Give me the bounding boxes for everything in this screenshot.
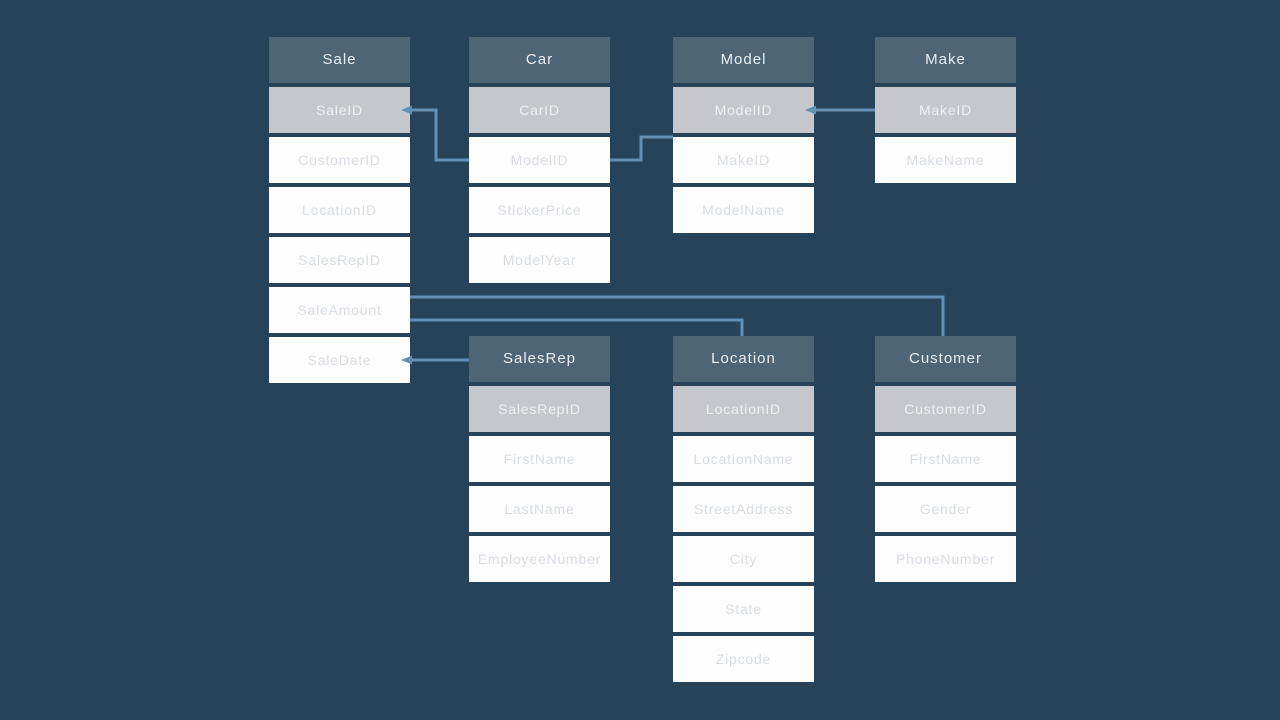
field-row-employeenumber: EmployeeNumber bbox=[469, 536, 610, 582]
field-row-saleamount: SaleAmount bbox=[269, 287, 410, 333]
field-row-locationid: LocationID bbox=[269, 187, 410, 233]
field-row-phonenumber: PhoneNumber bbox=[875, 536, 1016, 582]
field-row-firstname: FirstName bbox=[875, 436, 1016, 482]
key-field-row-customerid: CustomerID bbox=[875, 386, 1016, 432]
field-row-saledate: SaleDate bbox=[269, 337, 410, 383]
connector-sale-to-customer bbox=[410, 295, 945, 336]
field-row-zipcode: Zipcode bbox=[673, 636, 814, 682]
field-row-gender: Gender bbox=[875, 486, 1016, 532]
key-field-row-saleid: SaleID bbox=[269, 87, 410, 133]
field-row-salesrepid: SalesRepID bbox=[269, 237, 410, 283]
key-field-row-locationid: LocationID bbox=[673, 386, 814, 432]
field-row-makename: MakeName bbox=[875, 137, 1016, 183]
field-row-streetaddress: StreetAddress bbox=[673, 486, 814, 532]
field-row-makeid: MakeID bbox=[673, 137, 814, 183]
connector-sale-to-location bbox=[410, 318, 744, 336]
table-title-salesrep: SalesRep bbox=[469, 336, 610, 382]
table-title-make: Make bbox=[875, 37, 1016, 83]
key-field-row-modelid: ModelID bbox=[673, 87, 814, 133]
connector-sale-saleid-to-car-modelid bbox=[410, 108, 469, 162]
field-row-locationname: LocationName bbox=[673, 436, 814, 482]
field-row-firstname: FirstName bbox=[469, 436, 610, 482]
table-title-car: Car bbox=[469, 37, 610, 83]
field-row-state: State bbox=[673, 586, 814, 632]
field-row-modelid: ModelID bbox=[469, 137, 610, 183]
field-row-stickerprice: StickerPrice bbox=[469, 187, 610, 233]
key-field-row-makeid: MakeID bbox=[875, 87, 1016, 133]
field-row-lastname: LastName bbox=[469, 486, 610, 532]
table-title-model: Model bbox=[673, 37, 814, 83]
table-title-location: Location bbox=[673, 336, 814, 382]
connector-car-modelid-to-model-modelid bbox=[610, 135, 673, 162]
field-row-city: City bbox=[673, 536, 814, 582]
table-title-sale: Sale bbox=[269, 37, 410, 83]
key-field-row-carid: CarID bbox=[469, 87, 610, 133]
key-field-row-salesrepid: SalesRepID bbox=[469, 386, 610, 432]
table-title-customer: Customer bbox=[875, 336, 1016, 382]
field-row-customerid: CustomerID bbox=[269, 137, 410, 183]
field-row-modelyear: ModelYear bbox=[469, 237, 610, 283]
field-row-modelname: ModelName bbox=[673, 187, 814, 233]
